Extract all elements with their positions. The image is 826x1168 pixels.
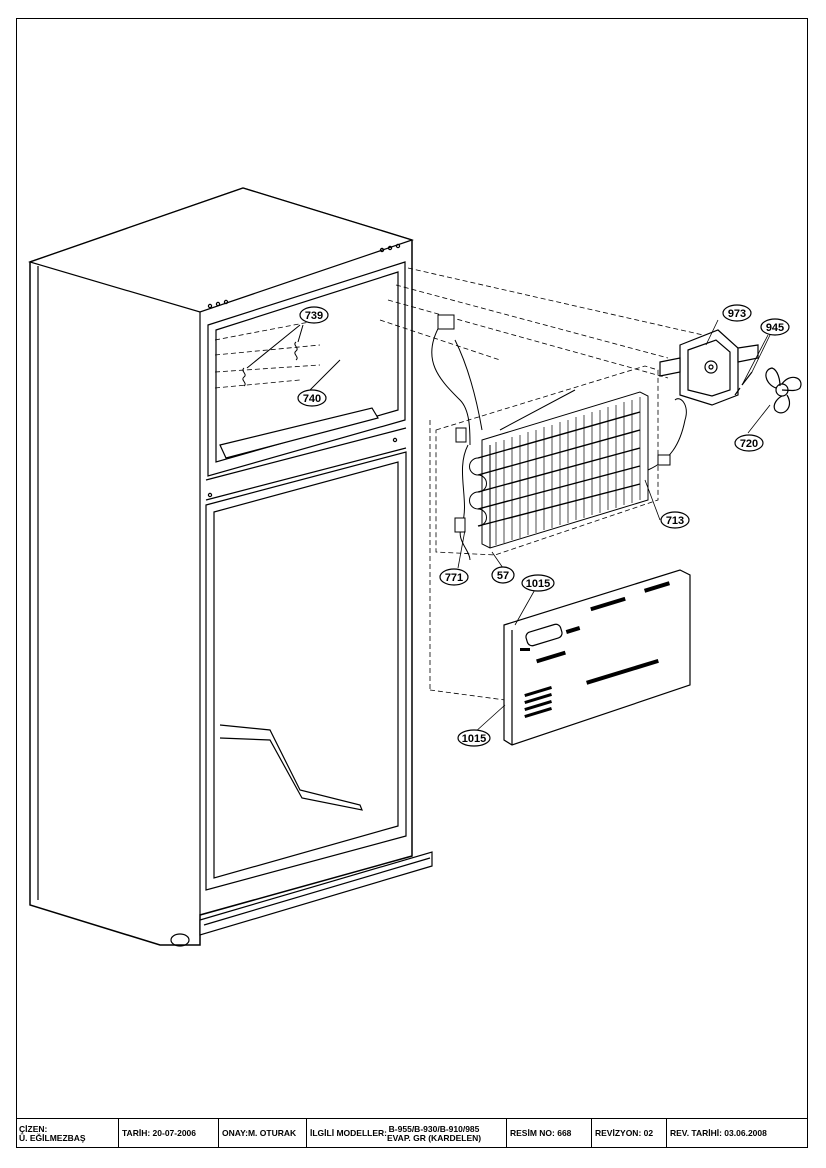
callout-945-text: 945: [766, 322, 784, 334]
cizen-name: Ü. EĞİLMEZBAŞ: [19, 1132, 86, 1143]
callout-740: 740: [297, 389, 327, 407]
callout-973: 973: [722, 304, 752, 322]
callout-1015-top-text: 1015: [526, 578, 550, 590]
callout-713-text: 713: [666, 515, 684, 527]
callout-1015-bottom-text: 1015: [462, 733, 486, 745]
tarih-cell: TARİH: 20-07-2006: [119, 1119, 219, 1148]
refrigerator-cabinet: [28, 187, 433, 947]
callout-945: 945: [760, 318, 790, 336]
callout-57-text: 57: [497, 570, 509, 582]
ilgili-sub: EVAP. GR (KARDELEN): [386, 1132, 482, 1143]
callout-713: 713: [660, 511, 690, 529]
resim-no-cell: RESİM NO: 668: [507, 1119, 592, 1148]
callout-720-text: 720: [740, 438, 758, 450]
revizyon-cell: REVİZYON: 02: [592, 1119, 667, 1148]
rev-tarihi-cell: REV. TARİHİ: 03.06.2008: [667, 1119, 808, 1148]
evaporator-coil: [431, 314, 687, 561]
cizen-label: ÇİZEN:: [19, 1123, 48, 1134]
callout-1015-bottom: 1015: [457, 729, 491, 747]
callout-1015-top: 1015: [521, 574, 555, 592]
callouts: 739 740 973 945 720 713 771 57 1015 1015: [297, 304, 790, 747]
onay-text: ONAY:M. OTURAK: [222, 1128, 297, 1138]
onay-cell: ONAY:M. OTURAK: [219, 1119, 307, 1148]
tarih-text: TARİH: 20-07-2006: [122, 1128, 197, 1138]
assembly-lines: [214, 267, 726, 701]
fan-blade: [765, 367, 802, 414]
fan-motor-assembly: [659, 329, 759, 406]
callout-739: 739: [299, 306, 329, 324]
ilgili-models: B-955/B-930/B-910/985: [388, 1123, 480, 1134]
callout-740-text: 740: [303, 393, 321, 405]
resim-no-text: RESİM NO: 668: [510, 1128, 572, 1138]
rev-tarihi-text: REV. TARİHİ: 03.06.2008: [670, 1128, 767, 1138]
title-block: ÇİZEN: Ü. EĞİLMEZBAŞ TARİH: 20-07-2006 O…: [16, 1118, 808, 1148]
evaporator-cover-panel: [503, 569, 691, 746]
callout-771-text: 771: [445, 572, 463, 584]
callout-57: 57: [491, 566, 515, 584]
callout-720: 720: [734, 434, 764, 452]
callout-739-text: 739: [305, 310, 323, 322]
cizen-cell: ÇİZEN: Ü. EĞİLMEZBAŞ: [16, 1119, 119, 1148]
ilgili-label: İLGİLİ MODELLER:: [310, 1128, 387, 1138]
revizyon-text: REVİZYON: 02: [595, 1128, 654, 1138]
ilgili-modeller-cell: İLGİLİ MODELLER: B-955/B-930/B-910/985 E…: [307, 1119, 507, 1148]
screws: [242, 324, 341, 393]
drawing-sheet: [16, 18, 808, 1148]
callout-771: 771: [439, 568, 469, 586]
leader-lines: [457, 319, 771, 734]
callout-973-text: 973: [728, 308, 746, 320]
